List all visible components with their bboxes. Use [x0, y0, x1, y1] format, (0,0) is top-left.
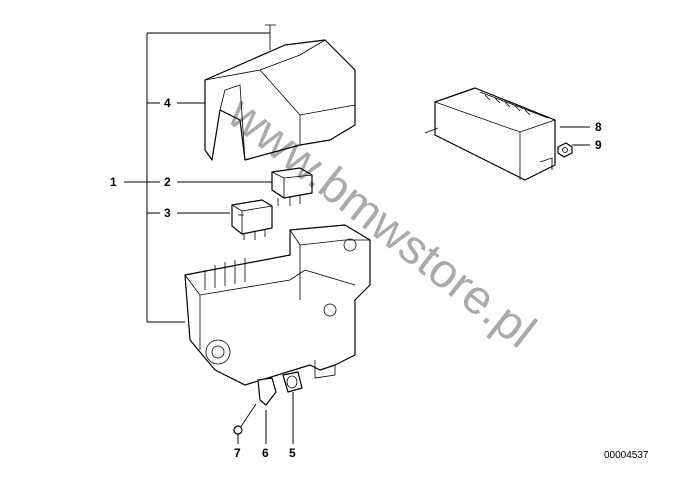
drawing-number: 00004537	[604, 450, 649, 461]
relay-part[interactable]	[231, 199, 273, 240]
hydraulic-unit-part[interactable]	[184, 224, 371, 386]
callout-7[interactable]: 7	[234, 446, 241, 460]
callout-1[interactable]: 1	[110, 175, 117, 189]
callout-3[interactable]: 3	[164, 206, 171, 220]
callout-8[interactable]: 8	[595, 120, 602, 134]
leader-lines	[124, 32, 590, 444]
callout-6[interactable]: 6	[262, 446, 269, 460]
relay-small-part[interactable]	[271, 167, 313, 206]
callout-9[interactable]: 9	[595, 138, 602, 152]
callout-4[interactable]: 4	[164, 96, 171, 110]
nut-part[interactable]	[557, 142, 573, 158]
callout-2[interactable]: 2	[164, 175, 171, 189]
control-unit-part[interactable]	[424, 87, 556, 181]
mount-parts[interactable]	[233, 371, 303, 435]
cover-part[interactable]	[204, 24, 356, 161]
callout-5[interactable]: 5	[289, 446, 296, 460]
